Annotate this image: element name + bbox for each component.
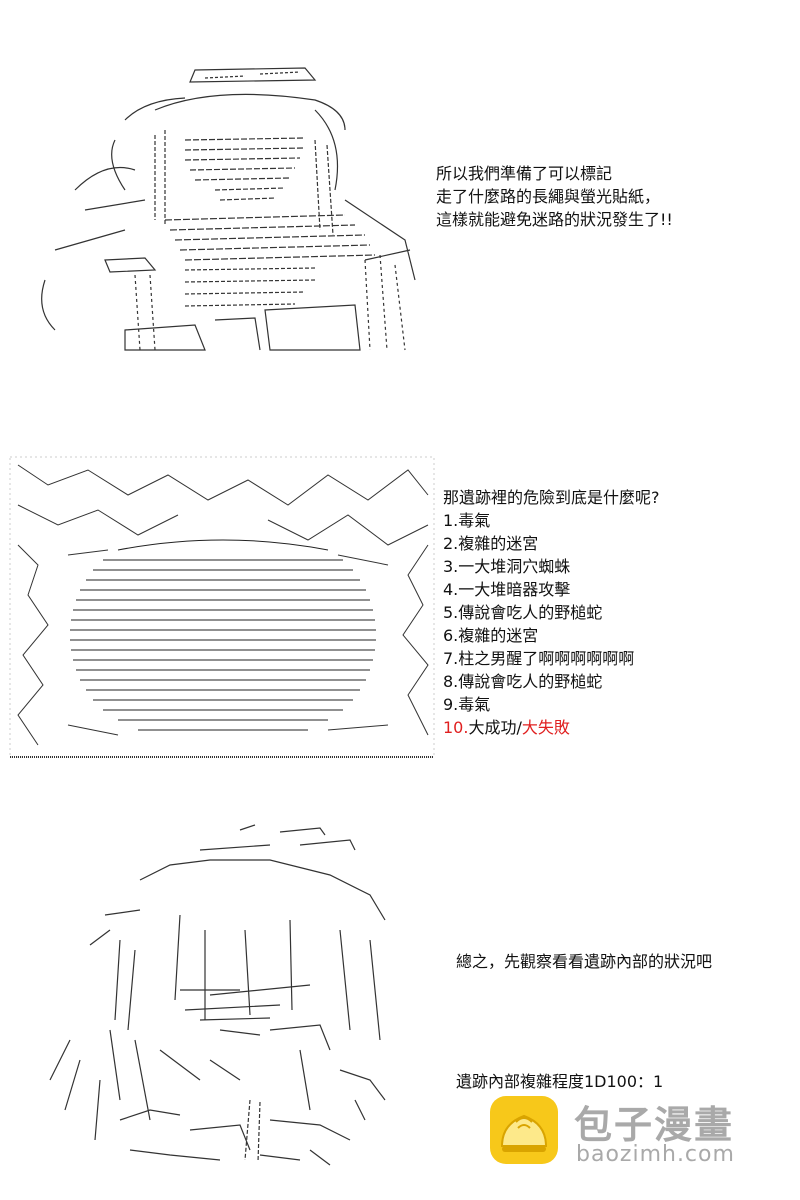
danger-item: 7.柱之男醒了啊啊啊啊啊啊 — [443, 649, 635, 668]
intro-line: 這樣就能避免迷路的狀況發生了!! — [436, 210, 673, 229]
watermark: 包子漫畫 baozimh.com — [488, 1092, 778, 1172]
item10-number: 10. — [443, 718, 469, 737]
item10-success: 大成功 — [468, 718, 517, 737]
danger-question: 那遺跡裡的危險到底是什麼呢? — [443, 488, 660, 507]
dice-roll-text: 遺跡內部複雜程度1D100：1 — [456, 1070, 663, 1093]
danger-item: 5.傳說會吃人的野槌蛇 — [443, 603, 603, 622]
ascii-art-character-thinking — [10, 820, 440, 1170]
item10-separator: / — [516, 718, 522, 737]
baozi-bun-icon — [488, 1094, 560, 1166]
summary-line: 總之，先觀察看看遺跡內部的狀況吧 — [456, 952, 713, 971]
danger-list: 那遺跡裡的危險到底是什麼呢? 1.毒氣 2.複雜的迷宮 3.一大堆洞穴蜘蛛 4.… — [443, 486, 660, 739]
danger-item: 6.複雜的迷宮 — [443, 626, 539, 645]
danger-item: 3.一大堆洞穴蜘蛛 — [443, 557, 571, 576]
danger-item: 9.毒氣 — [443, 695, 491, 714]
watermark-url: baozimh.com — [576, 1142, 735, 1167]
intro-text: 所以我們準備了可以標記 走了什麼路的長繩與螢光貼紙， 這樣就能避免迷路的狀況發生… — [436, 162, 673, 231]
ascii-art-character-saluting — [15, 50, 425, 360]
danger-item: 8.傳說會吃人的野槌蛇 — [443, 672, 603, 691]
watermark-title: 包子漫畫 — [574, 1103, 735, 1147]
intro-line: 所以我們準備了可以標記 — [436, 164, 613, 183]
summary-text: 總之，先觀察看看遺跡內部的狀況吧 — [456, 950, 712, 973]
intro-line: 走了什麼路的長繩與螢光貼紙， — [436, 187, 661, 206]
danger-item: 1.毒氣 — [443, 511, 491, 530]
danger-item: 4.一大堆暗器攻擊 — [443, 580, 571, 599]
dice-roll-result: 遺跡內部複雜程度1D100：1 — [456, 1072, 664, 1091]
danger-item: 2.複雜的迷宮 — [443, 534, 539, 553]
item10-failure: 大失敗 — [521, 718, 570, 737]
danger-item-10: 10.大成功/大失敗 — [443, 716, 660, 739]
ascii-art-cave-entrance — [8, 455, 438, 765]
